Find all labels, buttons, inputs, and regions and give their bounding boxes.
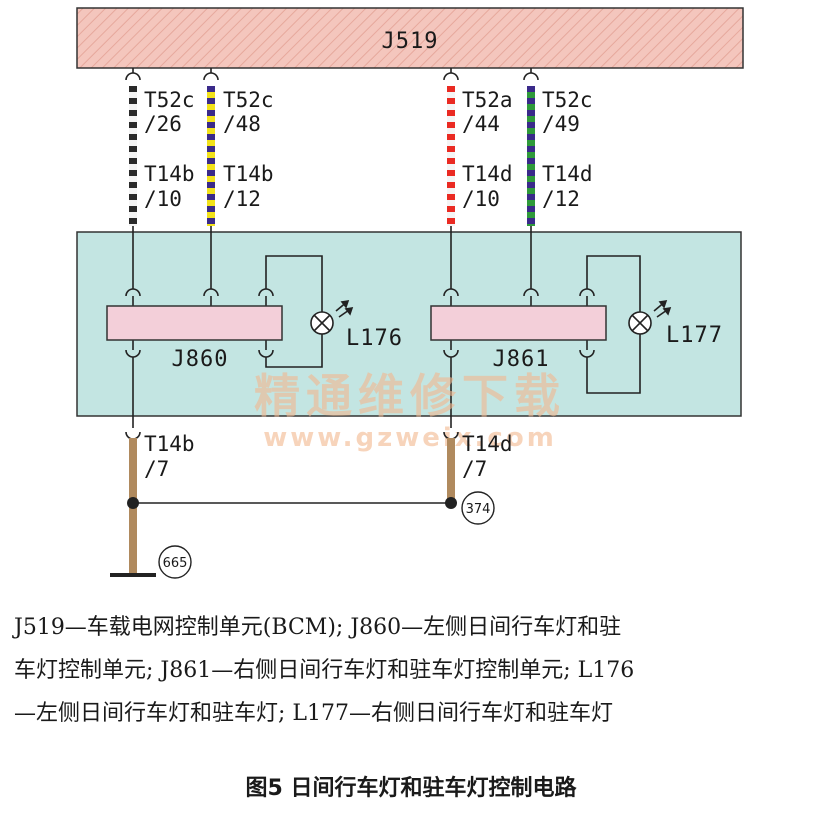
- j519-module: [76, 7, 744, 69]
- j860-label: J860: [172, 347, 229, 372]
- pin-label: /44: [462, 112, 500, 136]
- caption-line: —左侧日间行车灯和驻车灯; L177—右侧日间行车灯和驻车灯: [14, 701, 614, 726]
- caption-line: 车灯控制单元; J861—右侧日间行车灯和驻车灯控制单元; L176: [14, 658, 635, 683]
- pin-label: T52c: [542, 88, 593, 112]
- l176-label: L176: [346, 326, 403, 351]
- pin-label: T52c: [223, 88, 274, 112]
- pin-label: /26: [144, 112, 182, 136]
- caption-line: J519—车载电网控制单元(BCM); J860—左侧日间行车灯和驻: [14, 615, 622, 640]
- j519-pin-sockets: [125, 68, 539, 81]
- lamp-l176-icon: [310, 299, 354, 335]
- pin-label: /12: [223, 187, 261, 211]
- ground-point-374-badge: 374: [461, 491, 495, 525]
- j861-label: J861: [493, 347, 550, 372]
- ground-point-665-badge: 665: [158, 545, 192, 579]
- j519-label: J519: [382, 29, 439, 54]
- svg-text:665: 665: [163, 556, 188, 571]
- pin-label: /7: [144, 457, 169, 481]
- pin-label: /49: [542, 112, 580, 136]
- pin-label: T14b: [144, 162, 195, 186]
- legend-caption: J519—车载电网控制单元(BCM); J860—左侧日间行车灯和驻 车灯控制单…: [14, 606, 814, 735]
- watermark-cn: 精通维修下载: [254, 369, 566, 423]
- ground-wiring: [110, 431, 459, 577]
- j860-unit: [106, 305, 283, 341]
- pin-label: T14d: [462, 162, 513, 186]
- watermark-url: www.gzweix.com: [263, 423, 557, 453]
- pin-label: T14d: [542, 162, 593, 186]
- svg-text:374: 374: [466, 502, 491, 517]
- connector-labels: T52c /26 T14b /10 T52c /48 T14b /12 T52a…: [144, 88, 593, 481]
- lamp-l177-icon: [628, 299, 672, 335]
- figure-title: 图5 日间行车灯和驻车灯控制电路: [245, 776, 577, 801]
- pin-label: /48: [223, 112, 261, 136]
- pin-label: T52a: [462, 88, 513, 112]
- pin-label: T52c: [144, 88, 195, 112]
- internal-wiring: [125, 226, 641, 428]
- pin-label: T14b: [223, 162, 274, 186]
- pin-label: T14b: [144, 432, 195, 456]
- pin-label: /10: [144, 187, 182, 211]
- pin-label: /12: [542, 187, 580, 211]
- circuit-diagram: J519: [76, 7, 744, 579]
- pin-label: /7: [462, 457, 487, 481]
- j861-unit: [430, 305, 607, 341]
- pin-label: /10: [462, 187, 500, 211]
- pin-label: T14d: [462, 432, 513, 456]
- l177-label: L177: [666, 323, 723, 348]
